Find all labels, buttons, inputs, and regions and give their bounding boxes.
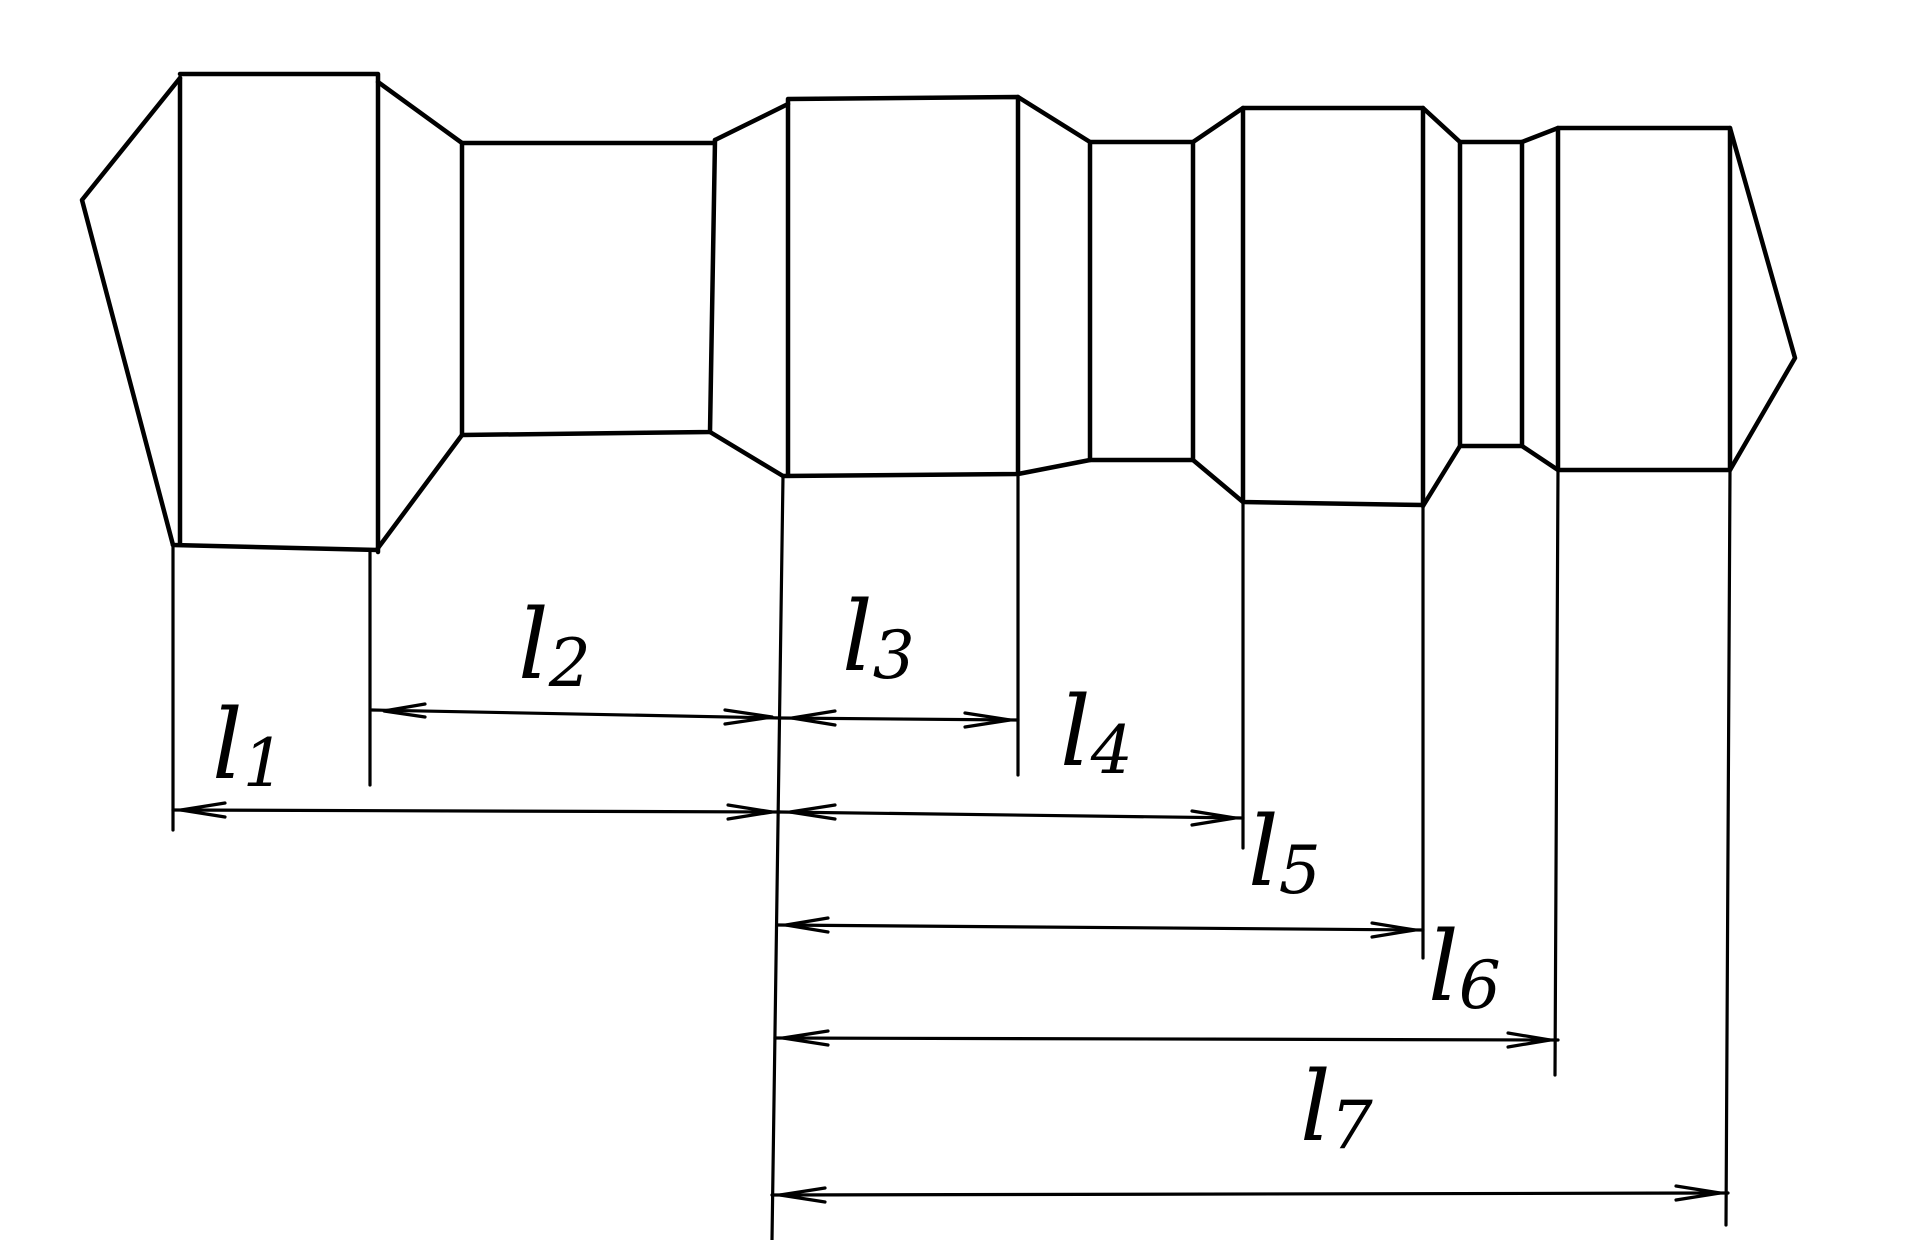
dimension-label-l6-base: l (1428, 911, 1459, 1023)
dimension-line-l6 (773, 1036, 1560, 1042)
shaft-step-2 (459, 137, 718, 438)
dimension-label-l5-base: l (1248, 796, 1279, 908)
dimension-line-l7 (770, 1191, 1730, 1197)
dimension-line-l4 (778, 810, 1245, 820)
arrow-l6-start (781, 1029, 830, 1047)
dimension-label-l6-index: 6 (1459, 947, 1501, 1024)
dimension-label-l1: l1 (212, 689, 285, 802)
dimension-label-l2-index: 2 (548, 625, 591, 702)
dimension-label-l7: l7 (1300, 1051, 1373, 1164)
dimension-label-l3: l3 (842, 581, 915, 694)
shaft-left-cone (79, 75, 183, 548)
extension-lines (171, 468, 1732, 1240)
dimension-label-l5: l5 (1248, 796, 1321, 909)
arrow-l2-end (723, 708, 774, 726)
dimension-label-l4-index: 4 (1090, 712, 1133, 789)
arrow-l1-end (726, 803, 774, 821)
dimension-label-l2-base: l (518, 589, 549, 701)
dimension-label-l1-base: l (212, 689, 243, 801)
dimension-line-l3 (778, 716, 1020, 722)
arrow-l5-end (1370, 921, 1417, 939)
dimension-label-l7-index: 7 (1331, 1087, 1373, 1164)
dimension-line-l2 (370, 708, 782, 720)
dimension-label-l7-base: l (1300, 1051, 1331, 1163)
shaft-chamfer-2-3 (707, 101, 791, 479)
shaft-chamfer-1-2 (375, 79, 465, 551)
dimension-label-l4-base: l (1060, 676, 1091, 788)
shaft-step-5 (1240, 105, 1426, 509)
shaft-chamfer-3-4 (1015, 94, 1093, 477)
shaft-step-3 (780, 94, 1021, 479)
arrow-l7-start (778, 1186, 827, 1204)
shaft-step-7 (1555, 125, 1733, 473)
dimension-label-l4: l4 (1060, 676, 1133, 789)
arrow-l1-start (179, 801, 227, 819)
shaft-step-1 (170, 71, 381, 555)
dimension-label-l6: l6 (1428, 911, 1501, 1024)
dimension-lines (171, 702, 1730, 1204)
dimension-label-l3-base: l (842, 581, 873, 693)
dimension-label-l5-index: 5 (1279, 832, 1321, 909)
dimension-label-l3-index: 3 (873, 617, 915, 694)
arrow-l7-end (1674, 1184, 1722, 1202)
extension-line-x1558 (1553, 468, 1560, 1077)
shaft-step-6 (1457, 139, 1525, 449)
arrow-l4-end (1190, 809, 1237, 827)
shaft-step-4 (1087, 139, 1196, 463)
extension-line-x783 (770, 474, 785, 1240)
shaft-chamfer-6-7 (1519, 125, 1561, 473)
dimension-label-l2: l2 (518, 589, 591, 702)
dimension-line-l5 (776, 923, 1425, 932)
dimension-line-l1 (171, 808, 782, 814)
shaft-outline (79, 71, 1798, 555)
shaft-chamfer-5-6 (1420, 105, 1463, 509)
arrow-l3-start (790, 709, 837, 727)
arrow-l5-start (784, 916, 830, 934)
shaft-right-cone (1727, 125, 1798, 473)
extension-line-x1730 (1724, 468, 1732, 1227)
arrow-l3-end (963, 711, 1012, 729)
dimension-labels: l1 l2 l3 l4 l5 l6 l7 (212, 581, 1501, 1164)
shaft-chamfer-4-5 (1190, 105, 1246, 505)
dimension-label-l1-index: 1 (243, 725, 285, 802)
arrow-l2-start (382, 702, 427, 719)
arrow-l6-end (1506, 1031, 1552, 1049)
arrow-l4-start (788, 803, 837, 821)
